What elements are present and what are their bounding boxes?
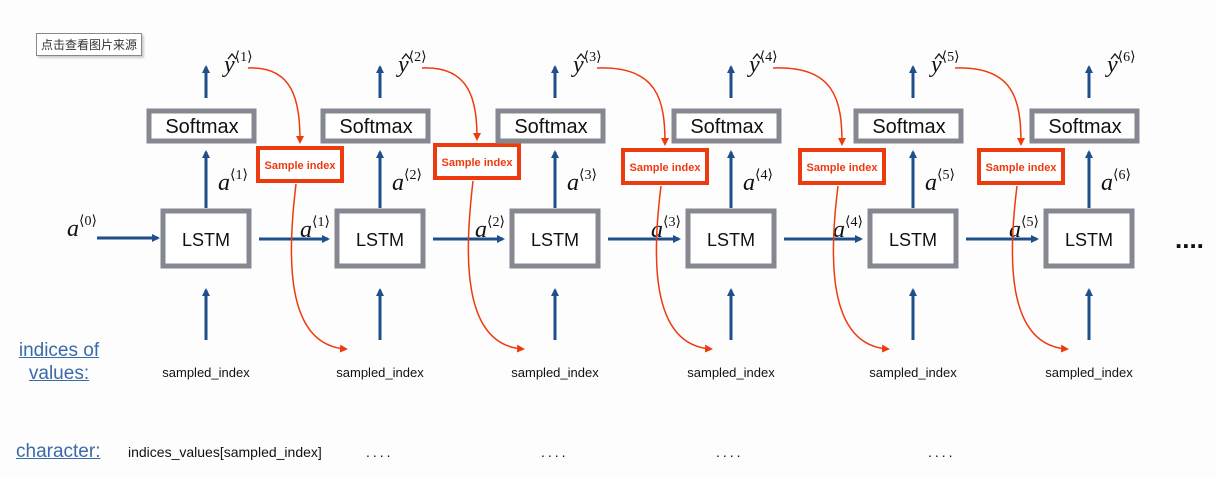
softmax-box: [495, 108, 606, 144]
softmax-box: [1029, 108, 1140, 144]
sampled-index-text: sampled_index: [162, 365, 250, 380]
sample-index-label: Sample index: [442, 157, 514, 169]
sample-index-label: Sample index: [630, 162, 702, 174]
a0-label: a⟨0⟩: [67, 214, 97, 242]
y-to-sample-arrow: [247, 67, 304, 144]
indices-label-line1: indices of: [18, 340, 100, 361]
sampled-index-text: sampled_index: [869, 365, 957, 380]
character-text: ....: [716, 444, 744, 460]
activation-label: a⟨3⟩: [567, 168, 597, 196]
sample-to-next-input-arrow: [290, 183, 348, 353]
y-hat-label: y⟨3⟩: [571, 50, 602, 78]
lstm-label: LSTM: [889, 230, 937, 250]
softmax-box: [853, 108, 964, 144]
continuation-dots: ....: [1175, 224, 1204, 254]
lstm-box: [334, 208, 426, 269]
softmax-box: [146, 108, 257, 144]
lstm-label: LSTM: [707, 230, 755, 250]
sample-to-next-input-arrow: [1011, 185, 1069, 353]
sample-index-box: [798, 148, 886, 185]
hat-mark-icon: [1110, 52, 1120, 60]
sampled-index-text: sampled_index: [1045, 365, 1133, 380]
softmax-label: Softmax: [514, 116, 587, 138]
image-source-button[interactable]: 点击查看图片来源: [36, 33, 143, 56]
sample-index-box: [621, 148, 709, 185]
activation-label: a⟨2⟩: [392, 168, 422, 196]
softmax-box: [671, 108, 782, 144]
hat-mark-icon: [401, 52, 411, 60]
hat-mark-icon: [752, 52, 762, 60]
sample-to-next-input-arrow: [467, 180, 525, 353]
softmax-box: [320, 108, 431, 144]
sample-to-next-input-arrow: [832, 185, 890, 353]
y-to-sample-arrow: [596, 67, 669, 146]
sample-index-box: [433, 143, 521, 180]
hat-mark-icon: [934, 52, 944, 60]
lstm-box: [1043, 208, 1135, 269]
hidden-state-label: a⟨1⟩: [300, 215, 330, 243]
y-to-sample-arrow: [954, 67, 1025, 146]
lstm-label: LSTM: [356, 230, 404, 250]
hat-mark-icon: [227, 52, 237, 60]
y-hat-label: y⟨1⟩: [222, 50, 253, 78]
character-text: ....: [928, 444, 956, 460]
softmax-label: Softmax: [872, 116, 945, 138]
sample-to-next-input-arrow: [655, 185, 713, 353]
sample-index-label: Sample index: [986, 162, 1058, 174]
y-to-sample-arrow: [772, 67, 846, 146]
sampled-index-text: sampled_index: [687, 365, 775, 380]
activation-label: a⟨6⟩: [1101, 168, 1131, 196]
lstm-label: LSTM: [182, 230, 230, 250]
indices-label-line2: values:: [28, 363, 90, 384]
activation-label: a⟨5⟩: [925, 168, 955, 196]
sample-index-label: Sample index: [807, 162, 879, 174]
lstm-box: [160, 208, 252, 269]
indices-label: indices of values:: [8, 339, 110, 385]
activation-label: a⟨1⟩: [218, 168, 248, 196]
sampled-index-text: sampled_index: [511, 365, 599, 380]
character-label: character:: [16, 441, 101, 462]
character-text: ....: [366, 444, 394, 460]
lstm-box: [867, 208, 959, 269]
hidden-state-label: a⟨4⟩: [833, 215, 863, 243]
sample-index-box: [977, 148, 1065, 185]
hidden-state-label: a⟨2⟩: [475, 215, 505, 243]
sampled-index-text: sampled_index: [336, 365, 424, 380]
hat-mark-icon: [576, 52, 586, 60]
softmax-label: Softmax: [165, 116, 238, 138]
sample-index-label: Sample index: [265, 160, 337, 172]
softmax-label: Softmax: [339, 116, 412, 138]
y-hat-label: y⟨6⟩: [1105, 50, 1136, 78]
lstm-label: LSTM: [531, 230, 579, 250]
softmax-label: Softmax: [1048, 116, 1121, 138]
character-text: ....: [541, 444, 569, 460]
lstm-box: [509, 208, 601, 269]
softmax-label: Softmax: [690, 116, 763, 138]
y-hat-label: y⟨5⟩: [929, 50, 960, 78]
activation-label: a⟨4⟩: [743, 168, 773, 196]
y-hat-label: y⟨2⟩: [396, 50, 427, 78]
y-to-sample-arrow: [421, 67, 481, 141]
character-text: indices_values[sampled_index]: [128, 444, 322, 460]
lstm-box: [685, 208, 777, 269]
y-hat-label: y⟨4⟩: [747, 50, 778, 78]
lstm-label: LSTM: [1065, 230, 1113, 250]
sample-index-box: [256, 146, 344, 183]
